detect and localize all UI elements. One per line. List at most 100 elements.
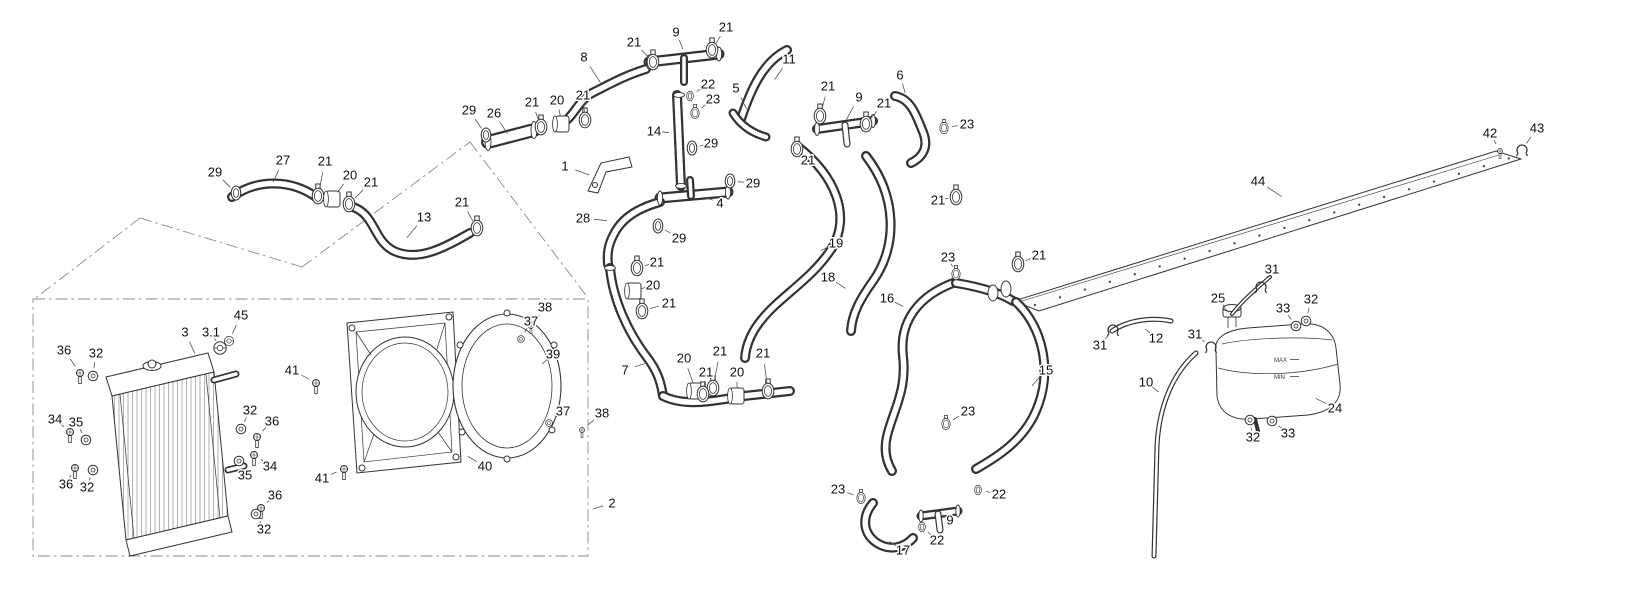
bracket-hole [592,182,598,188]
callout-21: 21 [713,344,727,359]
callout-23: 23 [960,117,974,132]
callout-10: 10 [1139,375,1153,390]
callout-leader [703,380,706,387]
fan-ring-inner [461,323,553,449]
callout-21: 21 [756,346,770,361]
callout-14: 14 [647,124,661,139]
part-washer [1300,315,1312,327]
part-washer [1266,415,1278,427]
fan-shroud [346,311,462,474]
callout-leader [699,144,704,147]
callout-leader [740,97,748,110]
callout-40: 40 [478,459,492,474]
callout-leader [554,415,558,419]
callout-34: 34 [263,459,277,474]
callout-leader [945,197,949,200]
callout-20: 20 [677,351,691,366]
callout-34: 34 [48,412,62,427]
callout-leader [835,281,846,289]
shroud-rib [437,431,453,453]
callout-leader [641,49,648,57]
tee-fitting-4-stub-inner [688,178,693,198]
hose-13 [345,201,475,260]
elbow-28-inner [604,199,663,267]
tank-neck [1227,317,1237,328]
part-clip [1204,341,1218,354]
callout-36: 36 [265,414,279,429]
callout-leader [69,474,72,478]
hose-15-inner [973,299,1048,472]
callout-leader [714,361,719,381]
callout-leader [319,171,324,189]
callout-32: 32 [1246,430,1260,445]
part-clamp [1011,251,1025,273]
part-clamp [578,107,592,129]
callout-44: 44 [1251,174,1265,189]
callout-leader [337,183,344,193]
callout-leader [541,358,549,365]
tank-body [1215,323,1341,420]
callout-leader [846,106,854,120]
callout-9: 9 [672,25,679,40]
part-clamp [630,255,644,277]
part-ring [230,185,242,201]
callout-leader [715,35,721,44]
fan-ring [452,309,562,463]
callout-leader [1526,136,1532,144]
hose-16-inner [882,280,956,474]
callout-leader [262,427,267,432]
callout-leader [330,471,337,475]
callout-leader [60,423,65,428]
callout-21: 21 [576,88,590,103]
callout-leader [244,417,247,422]
fan-ring-bolt-hole [458,428,466,436]
radiator-panel [1012,150,1523,312]
shroud-rib [363,433,375,463]
callout-leader [93,362,96,369]
shroud-mount-hole [348,324,356,332]
hose-10-inner [1152,351,1198,558]
callout-1: 1 [561,159,568,174]
part-washer [250,508,262,520]
callout-25: 25 [1211,291,1225,306]
callout-21: 21 [821,79,835,94]
callout-leader [802,154,804,156]
part-tube [727,387,745,405]
tank-contour [1221,337,1333,345]
callout-35: 35 [69,415,83,430]
callout-41: 41 [285,363,299,378]
part-ring [724,173,736,189]
mounting-bracket [587,156,633,194]
callout-5: 5 [732,81,739,96]
boundary-box-left [32,298,589,557]
callout-leader [593,218,608,222]
callout-21: 21 [318,154,332,169]
part-clamp [311,183,325,205]
callout-32: 32 [89,346,103,361]
callout-leader [985,491,991,493]
shroud-opening [355,336,455,448]
part-tube [624,282,642,300]
shroud-opening-inner [361,342,449,442]
callout-leader [696,88,702,92]
shroud-mount-hole [358,464,366,472]
callout-leader [704,196,713,201]
hose-25-inner [1231,276,1271,315]
callout-22: 22 [701,77,715,92]
part-cap [213,341,227,355]
callout-13: 13 [417,210,431,225]
part-bolt [253,433,261,448]
callout-leader [1151,386,1159,393]
callout-4: 4 [716,196,723,211]
part-clamp-s [691,104,699,118]
part-clamp [705,37,719,59]
shroud-rib [355,331,372,356]
pipe-26-inner [483,125,539,147]
callout-29: 29 [704,136,718,151]
hose-18-inner [848,153,894,334]
callout-leader [950,263,953,267]
callout-2: 2 [608,496,615,511]
callout-33: 33 [1276,301,1290,316]
part-bolt [250,451,258,466]
